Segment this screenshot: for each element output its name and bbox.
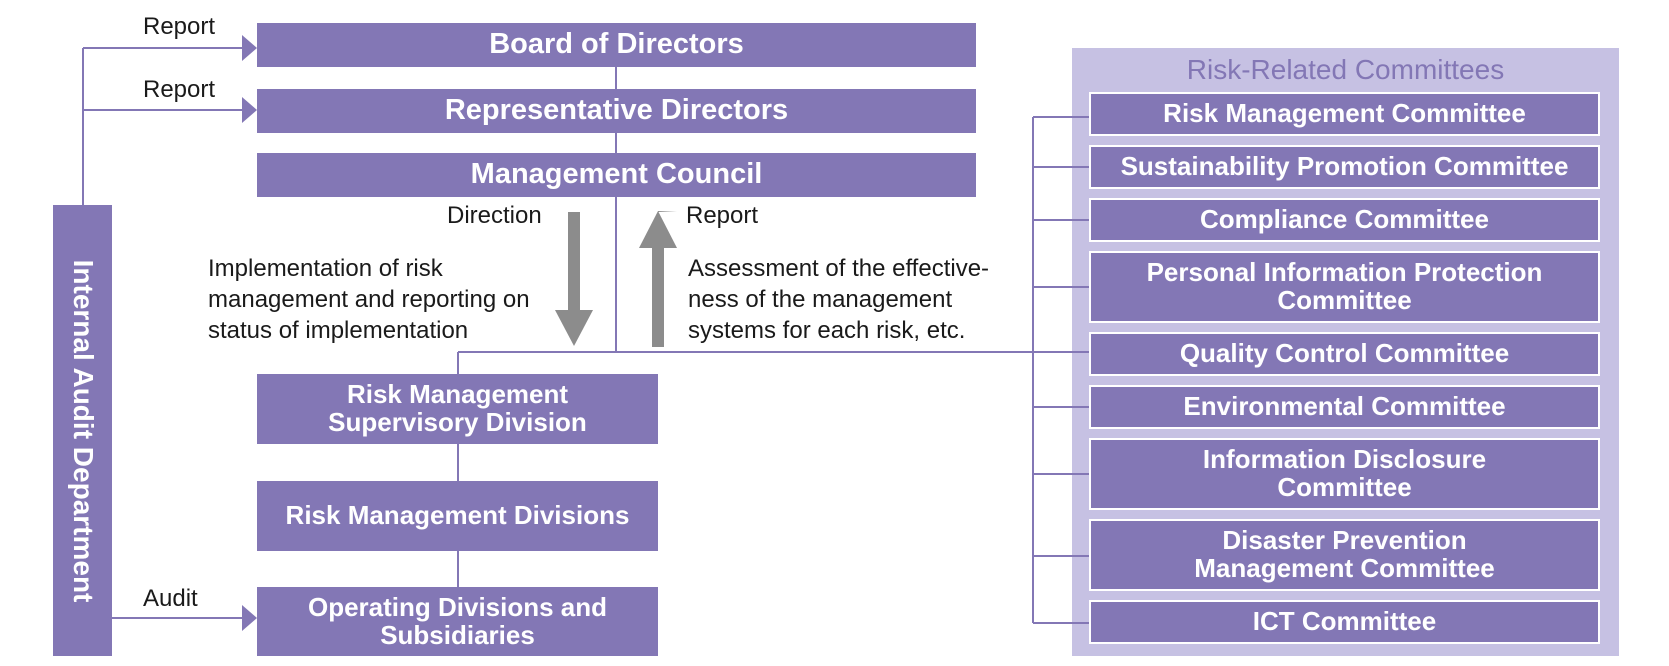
board-label: Board of Directors [489,28,744,61]
board-of-directors-box: Board of Directors [257,23,976,67]
arrowhead-report-rep [242,97,257,123]
report-label-representative: Report [143,76,216,103]
internal-audit-department: Internal Audit Department [53,205,112,656]
report-arrow [639,211,677,347]
assessment-line-3: systems for each risk, etc. [688,317,966,345]
audit-label: Audit [143,585,198,612]
committee-environmental: Environmental Committee [1089,385,1600,429]
supervisory-line-1: Risk Management [346,379,569,410]
committee-label: Environmental Committee [1183,391,1506,422]
risk-management-supervisory-division: Risk Management Supervisory Division [257,374,658,444]
representative-label: Representative Directors [444,94,789,127]
committee-disaster-prevention-management: Disaster Prevention Management Committee [1089,519,1600,591]
arrowhead-report-board [242,35,257,61]
committee-label-line-1: Disaster Prevention [1222,525,1467,556]
committee-label-line-2: Management Committee [1194,553,1495,583]
implementation-text: Implementation of risk management and re… [208,253,530,347]
operating-line-1: Operating Divisions and [307,591,608,622]
assessment-line-2: ness of the management [688,286,953,314]
committee-label-line-2: Committee [1277,285,1412,315]
operating-divisions-subsidiaries: Operating Divisions and Subsidiaries [257,587,658,656]
committee-risk-management: Risk Management Committee [1089,92,1600,136]
implementation-line-3: status of implementation [208,317,469,345]
supervisory-line-2: Supervisory Division [328,407,587,437]
assessment-text: Assessment of the effective- ness of the… [688,253,989,347]
implementation-line-1: Implementation of risk [208,255,443,282]
committee-label: Compliance Committee [1200,204,1489,235]
assessment-line-1: Assessment of the effective- [688,255,990,282]
committee-label-line-1: Personal Information Protection [1146,257,1543,288]
report-label-council: Report [686,202,759,229]
operating-line-2: Subsidiaries [380,619,535,650]
arrowhead-audit [242,605,257,631]
representative-directors-box: Representative Directors [257,89,976,133]
direction-arrow [555,212,593,346]
internal-audit-label: Internal Audit Department [67,259,99,602]
committee-sustainability-promotion: Sustainability Promotion Committee [1089,145,1600,189]
committee-compliance: Compliance Committee [1089,198,1600,242]
risk-divisions-label: Risk Management Divisions [285,500,630,531]
implementation-line-2: management and reporting on [208,286,530,314]
council-label: Management Council [470,158,763,191]
committee-label: Sustainability Promotion Committee [1120,151,1569,182]
committee-label-line-2: Committee [1277,472,1412,502]
committees-panel-title: Risk-Related Committees [1186,54,1505,85]
committee-information-disclosure: Information Disclosure Committee [1089,438,1600,510]
direction-label: Direction [447,202,542,229]
committee-quality-control: Quality Control Committee [1089,332,1600,376]
committee-label-line-1: Information Disclosure [1202,444,1487,475]
report-label-board: Report [143,13,216,40]
committee-ict: ICT Committee [1089,600,1600,644]
committee-personal-information-protection: Personal Information Protection Committe… [1089,251,1600,323]
committee-label: Risk Management Committee [1163,98,1526,129]
risk-management-divisions: Risk Management Divisions [257,481,658,551]
committee-label: Quality Control Committee [1179,338,1510,369]
management-council-box: Management Council [257,153,976,197]
committee-label: ICT Committee [1252,606,1437,637]
